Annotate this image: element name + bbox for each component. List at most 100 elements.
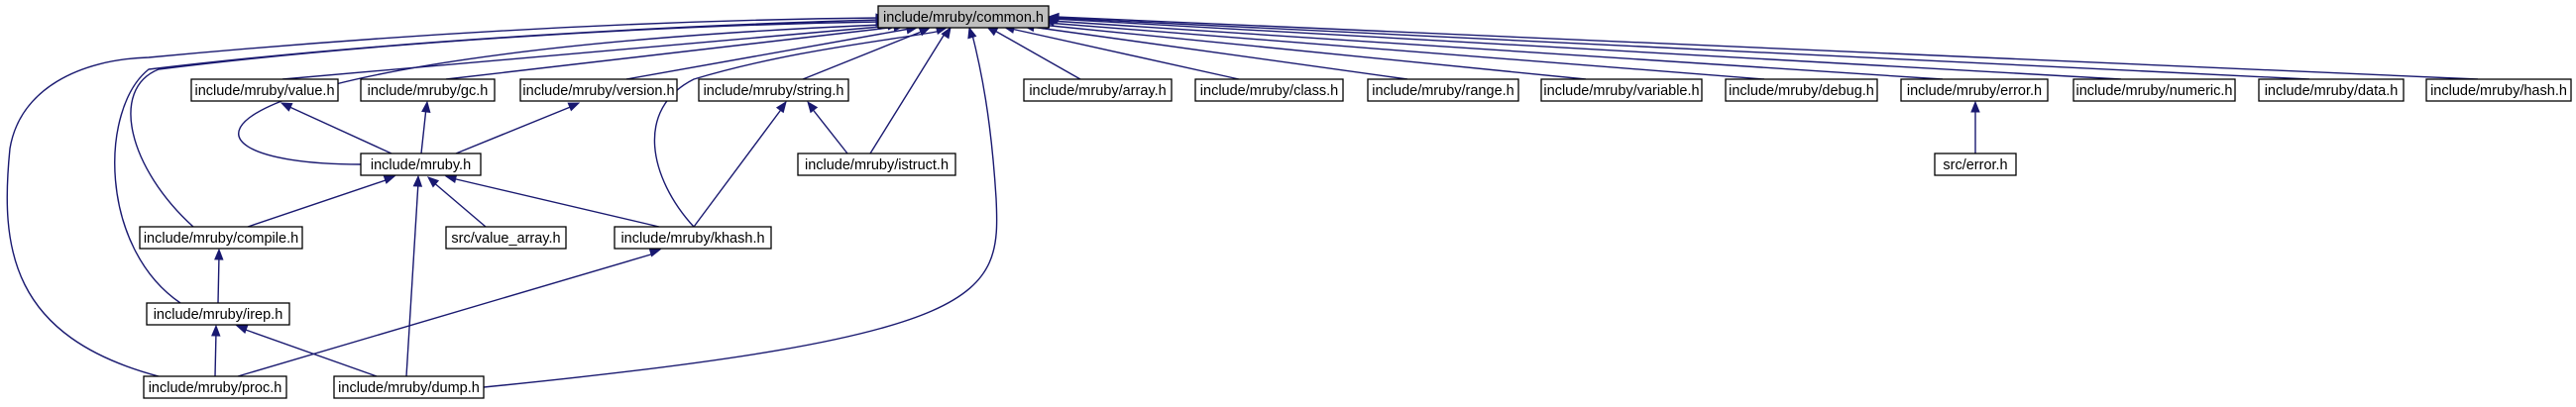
edge-debug-to-common [1038,19,1765,80]
edge-line [445,26,899,80]
arrowhead [775,100,787,114]
edge-line [455,105,574,154]
edge-line [1010,28,1240,80]
edge-dump-to-mruby [405,174,423,377]
node-khash-label: include/mruby/khash.h [620,231,764,247]
arrowhead [1970,100,1980,113]
edge-line [1030,26,1408,80]
arrowhead [235,325,249,335]
node-value-array[interactable]: src/value_array.h [445,226,567,250]
node-version-label: include/mruby/version.h [522,83,674,99]
nodes-layer: include/mruby/common.h include/mruby/val… [139,5,2572,399]
edge-line [1050,20,1944,80]
edge-line [1054,17,2310,80]
edge-line [431,180,487,228]
node-compile[interactable]: include/mruby/compile.h [139,226,303,250]
node-numeric[interactable]: include/mruby/numeric.h [2072,78,2236,102]
node-version[interactable]: include/mruby/version.h [519,78,678,102]
edge-khash-to-common [653,25,949,228]
edge-irep-to-compile [214,248,224,304]
arrowhead [967,26,977,40]
node-hash[interactable]: include/mruby/hash.h [2425,78,2572,102]
node-error-label: include/mruby/error.h [1907,83,2042,99]
edge-line [693,106,784,228]
arrowhead [807,100,819,114]
node-istruct-label: include/mruby/istruct.h [805,157,949,173]
edge-line [1046,22,1765,80]
edge-version-to-common [625,25,919,80]
node-array[interactable]: include/mruby/array.h [1023,78,1173,102]
edge-istruct-to-string [807,100,848,154]
arrowhead [211,324,221,337]
node-class[interactable]: include/mruby/class.h [1194,78,1344,102]
node-irep[interactable]: include/mruby/irep.h [146,302,290,326]
node-src-error-label: src/error.h [1943,157,2007,173]
edge-mruby-to-value [280,102,392,154]
edge-line [869,30,948,154]
node-khash[interactable]: include/mruby/khash.h [614,226,772,250]
arrowhead [280,102,293,112]
edge-dump-to-common [483,26,998,388]
node-string-label: include/mruby/string.h [704,83,844,99]
edge-line [238,24,883,165]
node-gc[interactable]: include/mruby/gc.h [360,78,496,102]
edge-compile-to-mruby [247,174,396,228]
node-irep-label: include/mruby/irep.h [154,307,283,323]
node-numeric-label: include/mruby/numeric.h [2076,83,2233,99]
node-data[interactable]: include/mruby/data.h [2258,78,2405,102]
edge-src-error-to-error [1970,100,1980,153]
edge-hash-to-common [1047,12,2479,80]
node-proc-label: include/mruby/proc.h [149,380,282,396]
edge-proc-to-khash [237,248,662,377]
node-value[interactable]: include/mruby/value.h [190,78,339,102]
node-dump[interactable]: include/mruby/dump.h [333,375,485,399]
node-proc[interactable]: include/mruby/proc.h [143,375,287,399]
node-hash-label: include/mruby/hash.h [2430,83,2567,99]
edge-line [214,331,217,377]
node-debug[interactable]: include/mruby/debug.h [1725,78,1878,102]
node-common[interactable]: include/mruby/common.h [877,5,1050,29]
node-gc-label: include/mruby/gc.h [368,83,489,99]
node-string[interactable]: include/mruby/string.h [698,78,849,102]
edge-mruby-to-gc [420,100,431,154]
arrowhead [941,26,952,40]
edge-line [242,328,378,377]
node-mruby[interactable]: include/mruby.h [360,153,482,176]
node-range[interactable]: include/mruby/range.h [1367,78,1519,102]
arrowhead [383,174,396,184]
node-debug-label: include/mruby/debug.h [1729,83,1874,99]
node-compile-label: include/mruby/compile.h [144,231,298,247]
edge-line [451,177,660,228]
node-common-label: include/mruby/common.h [883,10,1044,26]
node-mruby-label: include/mruby.h [371,157,471,173]
edge-data-to-common [1046,13,2310,80]
node-istruct[interactable]: include/mruby/istruct.h [797,153,956,176]
edge-array-to-common [985,26,1081,80]
node-class-label: include/mruby/class.h [1200,83,1338,99]
arrowhead [214,248,224,260]
node-error[interactable]: include/mruby/error.h [1900,78,2049,102]
node-src-error[interactable]: src/error.h [1934,153,2017,176]
edge-khash-to-mruby [444,173,660,228]
edge-istruct-to-common [869,26,952,154]
edge-proc-to-irep [211,324,221,377]
edge-line [653,30,943,228]
node-data-label: include/mruby/data.h [2265,83,2399,99]
node-range-label: include/mruby/range.h [1372,83,1513,99]
edge-dump-to-irep [235,325,378,377]
edge-khash-to-string [693,100,787,228]
edges-layer [6,12,2479,388]
node-value-array-label: src/value_array.h [451,231,560,247]
node-value-label: include/mruby/value.h [194,83,334,99]
edge-line [6,17,881,377]
node-dump-label: include/mruby/dump.h [338,380,480,396]
edge-line [114,19,881,304]
arrowhead [412,174,423,187]
edge-line [810,106,848,154]
edge-value-array-to-mruby [426,176,487,228]
node-variable[interactable]: include/mruby/variable.h [1540,78,1703,102]
edge-line [286,105,392,154]
arrowhead [1047,12,1060,23]
edge-proc-to-common [6,13,888,377]
